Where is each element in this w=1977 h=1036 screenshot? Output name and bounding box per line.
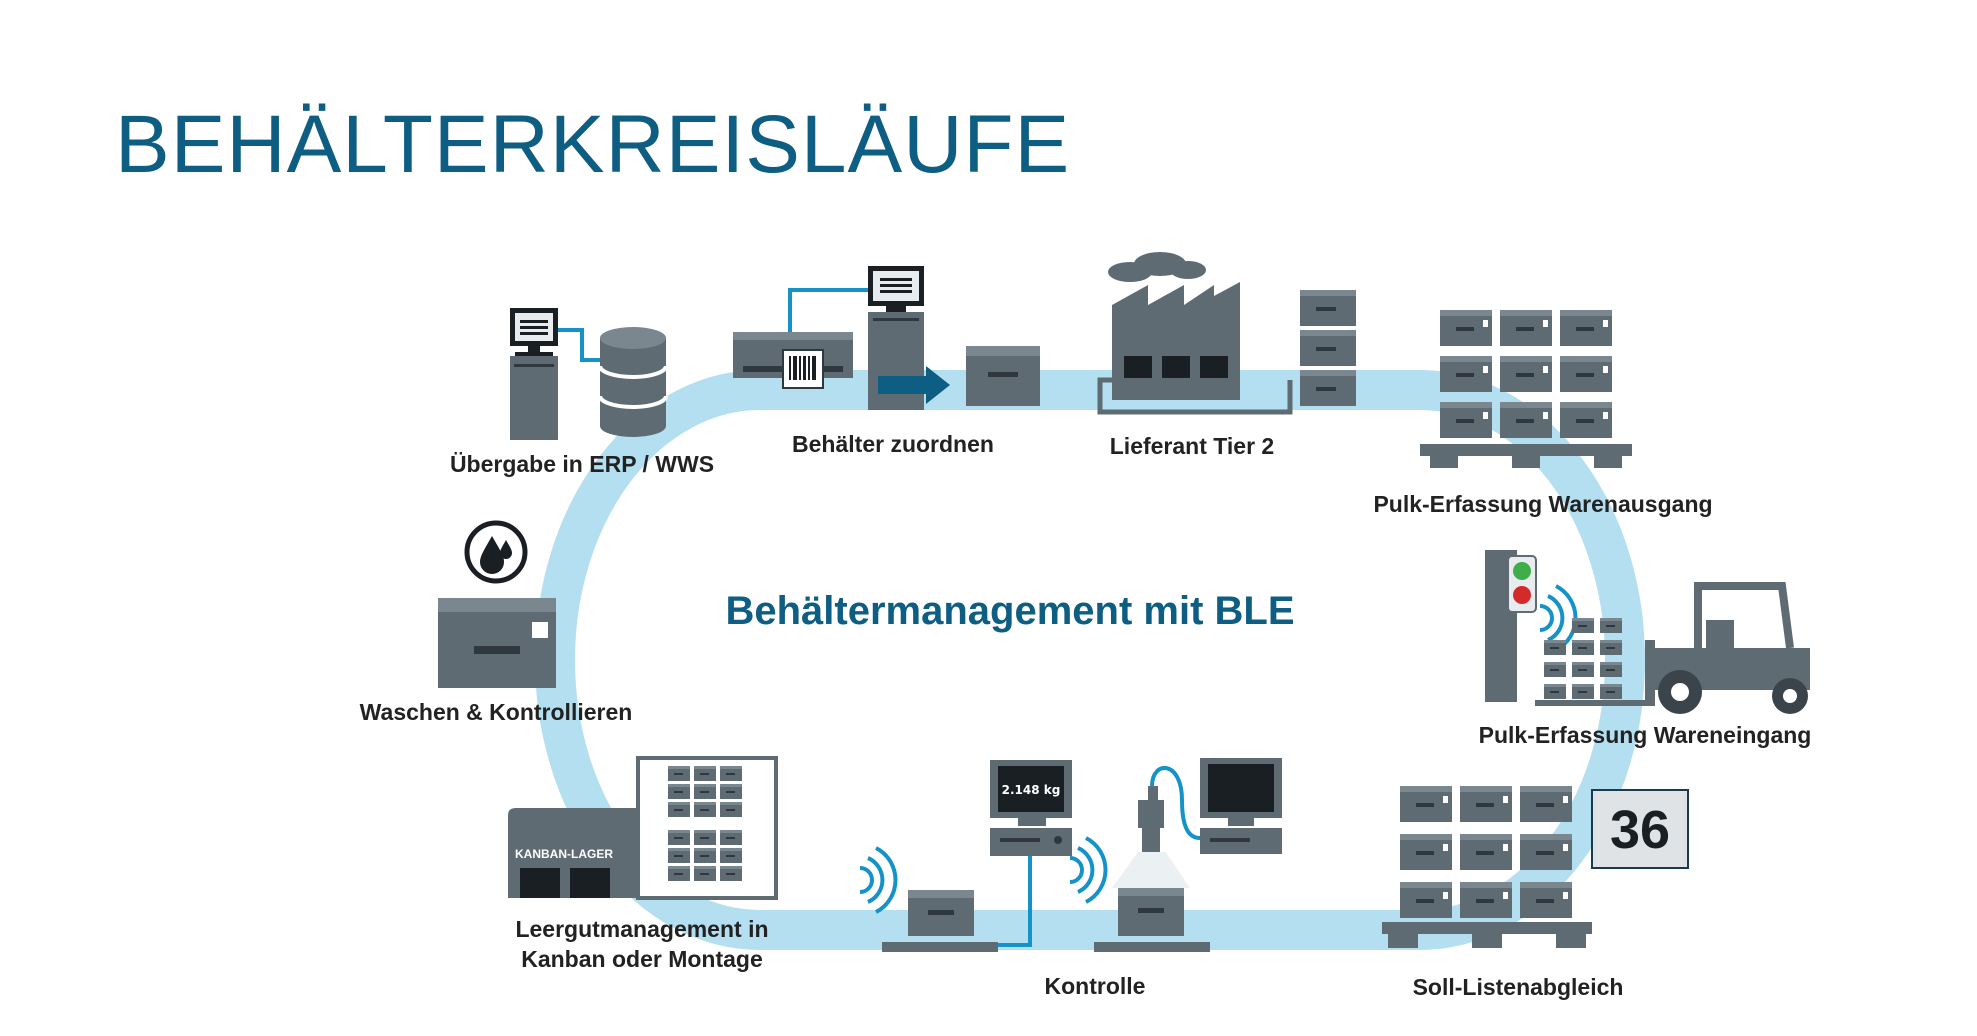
pallet-icon (1382, 922, 1592, 948)
crate-stack-icon (1300, 290, 1356, 406)
center-label: Behältermanagement mit BLE (725, 589, 1294, 633)
monitor-icon (1200, 758, 1282, 854)
pulk-in-station (1485, 550, 1810, 714)
label-pulk-out: Pulk-Erfassung Warenausgang (1373, 491, 1712, 517)
traffic-light-icon (1485, 550, 1537, 702)
crate-stack-icon (1400, 786, 1572, 918)
database-icon (598, 327, 668, 437)
kanban-sign: KANBAN-LAGER (515, 847, 613, 861)
crate-icon (1118, 888, 1184, 936)
label-soll: Soll-Listenabgleich (1413, 974, 1624, 1000)
scale-readout: 2.148 kg (1002, 783, 1061, 797)
label-supplier: Lieferant Tier 2 (1110, 433, 1274, 459)
crate-stack-icon (1440, 310, 1612, 438)
computer-tower (510, 356, 558, 440)
label-kontrolle: Kontrolle (1045, 973, 1146, 999)
monitor-icon (510, 308, 558, 356)
assign-station (733, 266, 1040, 410)
water-drop-icon (464, 520, 528, 584)
scale-icon: 2.148 kg (990, 760, 1072, 856)
arrow-right-icon (878, 366, 950, 404)
kontrolle-station: 2.148 kg (858, 758, 1282, 952)
counter-display: 36 (1591, 789, 1689, 869)
page-title: BEHÄLTERKREISLÄUFE (115, 99, 1071, 190)
crate-icon (966, 346, 1040, 406)
crate-icon (908, 890, 974, 936)
label-erp: Übergabe in ERP / WWS (450, 451, 714, 477)
counter-value: 36 (1610, 800, 1670, 860)
label-pulk-in: Pulk-Erfassung Wareneingang (1479, 722, 1812, 748)
wireless-signal-icon (858, 846, 898, 914)
pallet-icon (1420, 444, 1632, 468)
camera-icon (1138, 786, 1164, 852)
computer-tower (868, 312, 924, 410)
crate-icon (438, 598, 556, 688)
wireless-signal-icon (1068, 836, 1108, 904)
barcode-icon (782, 349, 824, 389)
label-leergut-line1: Leergutmanagement in (515, 916, 768, 942)
label-leergut-line2: Kanban oder Montage (521, 946, 763, 972)
erp-station (510, 308, 668, 440)
pulk-out-station (1420, 310, 1632, 468)
warehouse-icon: KANBAN-LAGER (508, 808, 640, 898)
label-assign: Behälter zuordnen (792, 431, 994, 457)
supplier-station (1097, 252, 1356, 415)
factory-icon (1108, 252, 1240, 400)
label-wash: Waschen & Kontrollieren (360, 699, 633, 725)
leergut-station: KANBAN-LAGER (508, 756, 778, 900)
monitor-icon (868, 266, 924, 312)
wash-station (438, 520, 556, 688)
forklift-icon (1645, 582, 1810, 714)
soll-station: 36 (1382, 786, 1689, 948)
